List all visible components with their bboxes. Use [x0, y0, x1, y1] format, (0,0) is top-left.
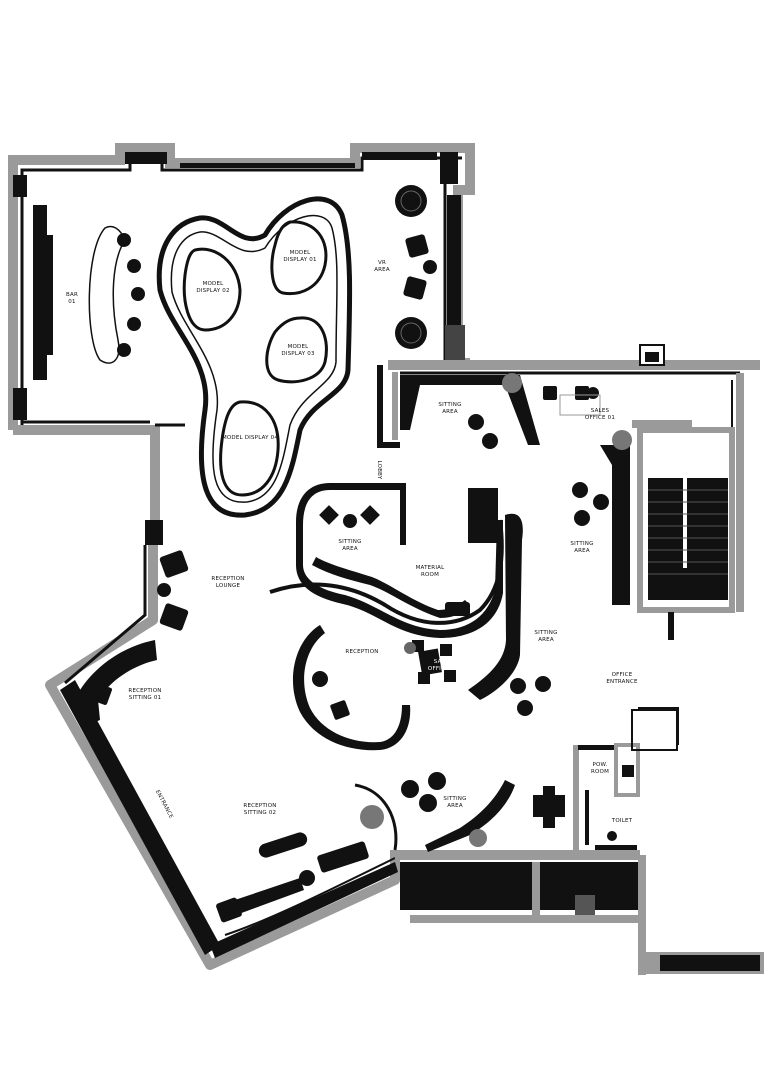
sitting-area-right [572, 482, 609, 526]
sales-office-01 [543, 386, 632, 605]
sitting-area-center [468, 513, 551, 716]
reception-lounge-furniture [157, 519, 504, 631]
model-display-island [156, 196, 353, 518]
bar-counter [88, 225, 145, 364]
label-lobby: LOBBY [376, 461, 382, 480]
exterior-walls [8, 143, 760, 612]
sitting-area-top [400, 373, 540, 449]
label-entrance: ENTRANCE [154, 789, 174, 820]
vr-area-furniture [395, 185, 437, 349]
label-pow-room: POW.ROOM [591, 762, 609, 775]
sales-office-02 [404, 640, 456, 684]
reception-wing-walls [45, 520, 400, 970]
label-model-display-04: MODEL DISPLAY 04 [222, 435, 278, 441]
office-entrance-furniture [533, 707, 679, 828]
reception-sitting-02 [216, 832, 369, 923]
reception-desk [292, 625, 411, 751]
material-room [296, 483, 503, 638]
label-toilet: TOILET [611, 818, 633, 824]
reception-sitting-01 [80, 640, 157, 725]
sitting-area-bottom [354, 772, 515, 852]
staircase [632, 420, 735, 640]
bottom-strip [395, 709, 764, 975]
label-reception: RECEPTION [345, 649, 378, 655]
